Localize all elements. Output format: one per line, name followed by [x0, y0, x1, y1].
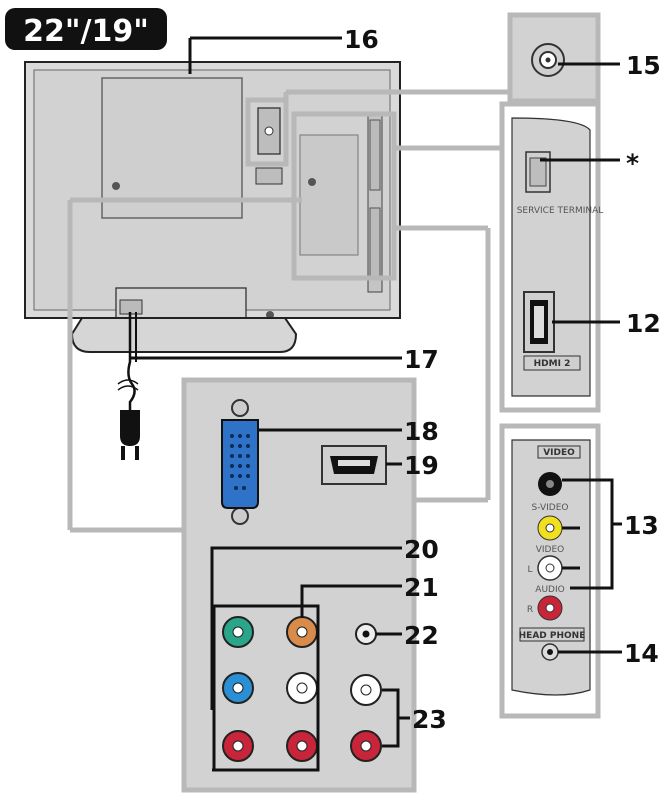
vga-port: [221, 399, 259, 525]
rca-jacks: [222, 616, 382, 762]
callout-17: 17: [404, 345, 439, 374]
audio-r-label: R: [527, 605, 533, 615]
tv-rear-body: [24, 61, 401, 319]
callout-16: 16: [344, 25, 379, 54]
callout-18: 18: [404, 417, 439, 446]
hdmi-port: [321, 445, 387, 485]
power-plug-icon: [120, 410, 140, 460]
service-terminal-label: SERVICE TERMINAL: [517, 206, 604, 216]
audio-l-label: L: [527, 565, 532, 575]
power-cord: [117, 312, 139, 410]
antenna-panel: [507, 12, 601, 104]
model-badge-text: 22"/19": [23, 14, 149, 49]
side-panel-av: VIDEO S-VIDEO VIDEO L AUDIO R HEAD PHONE: [499, 423, 601, 719]
callout-frames: [67, 89, 510, 533]
side-panel-top: SERVICE TERMINAL HDMI 2: [499, 101, 604, 413]
headphone-label: HEAD PHONE: [519, 631, 586, 641]
callout-22: 22: [404, 621, 439, 650]
audio-label: AUDIO: [535, 585, 564, 595]
callout-21: 21: [404, 573, 439, 602]
video-label: VIDEO: [536, 545, 565, 555]
callout-star: *: [626, 149, 639, 178]
model-badge: 22"/19": [5, 8, 167, 50]
callout-12: 12: [626, 309, 661, 338]
s-video-label: S-VIDEO: [532, 503, 569, 513]
callout-labels: 16 15 * 12 17 18 19 20 21 22 23 13 14: [344, 25, 661, 734]
hdmi2-label: HDMI 2: [534, 359, 571, 369]
callout-14: 14: [624, 639, 659, 668]
callout-15: 15: [626, 51, 661, 80]
tv-stand: [70, 287, 298, 353]
leader-lines: [130, 36, 622, 772]
callout-13: 13: [624, 511, 659, 540]
callout-23: 23: [412, 705, 447, 734]
video-header-label: VIDEO: [543, 448, 575, 458]
callout-20: 20: [404, 535, 439, 564]
callout-19: 19: [404, 451, 439, 480]
